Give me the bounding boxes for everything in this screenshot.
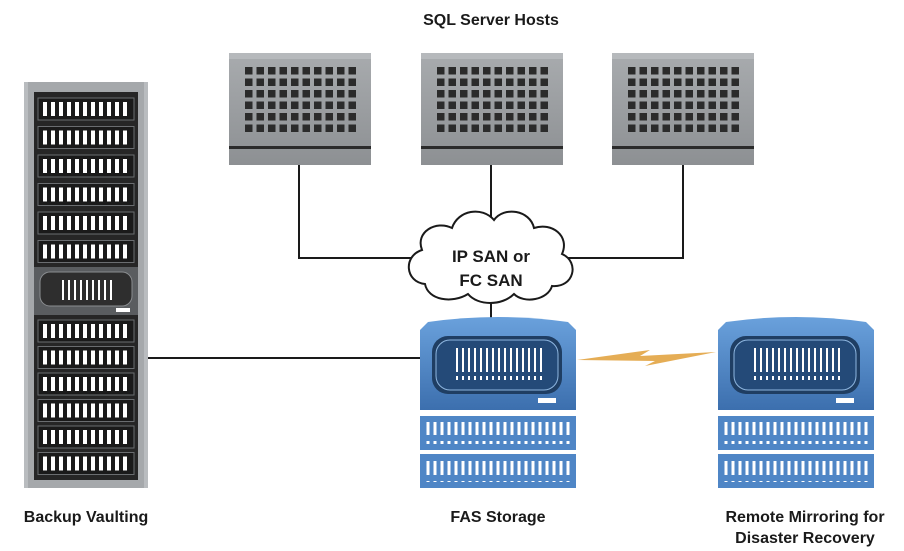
label-backup-vaulting: Backup Vaulting	[24, 509, 148, 526]
sql-server-host-3	[612, 53, 754, 165]
fas-storage	[420, 317, 576, 488]
replication-link	[577, 350, 716, 366]
cloud-label-line1: IP SAN or	[452, 247, 530, 266]
remote-storage	[718, 317, 874, 488]
link-server-1	[298, 160, 418, 259]
sql-server-host-1	[229, 53, 371, 165]
label-remote-line2: Disaster Recovery	[735, 530, 875, 547]
label-remote-line1: Remote Mirroring for	[725, 509, 884, 526]
backup-rack	[24, 82, 148, 488]
san-cloud: IP SAN or FC SAN	[407, 210, 574, 304]
cloud-label-line2: FC SAN	[459, 271, 522, 290]
connections	[148, 160, 684, 359]
title-sql-server-hosts: SQL Server Hosts	[423, 12, 559, 29]
rack-controller	[34, 267, 138, 315]
link-server-3	[562, 160, 684, 259]
label-fas-storage: FAS Storage	[450, 509, 545, 526]
sql-server-host-2	[421, 53, 563, 165]
